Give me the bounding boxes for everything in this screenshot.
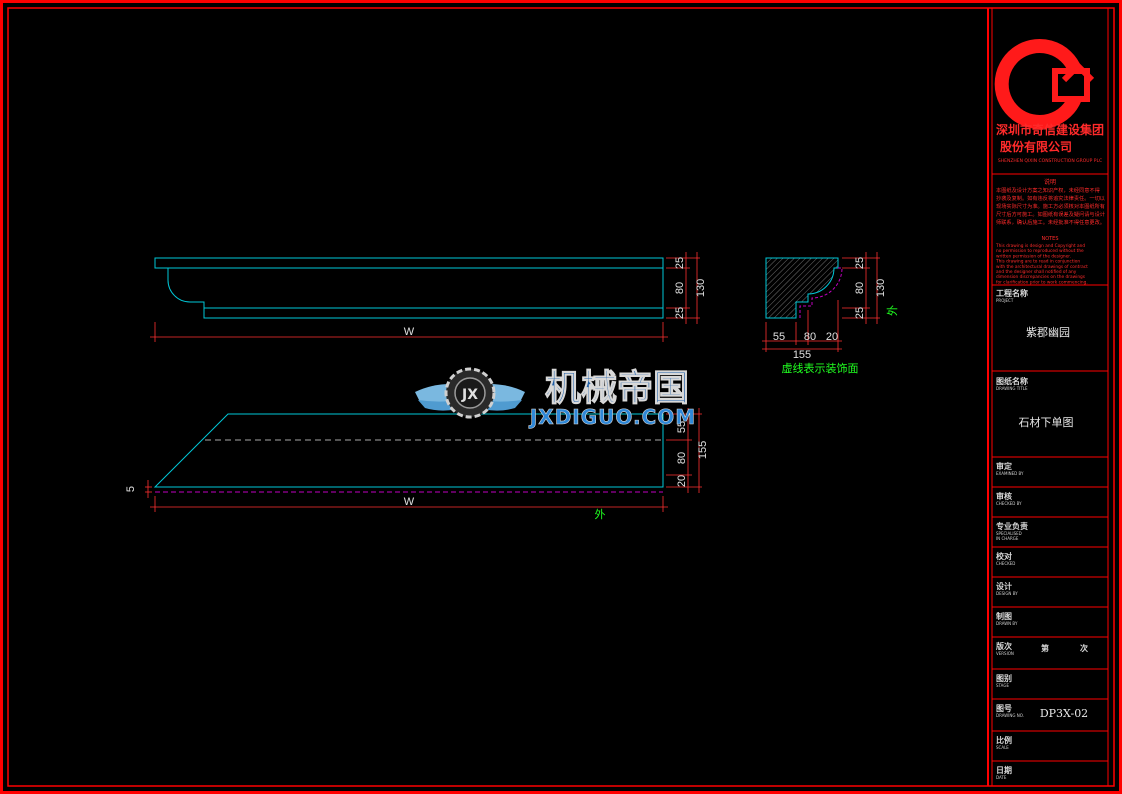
plan-width-label: W [404, 496, 415, 508]
sec-dim-total: 130 [875, 279, 887, 297]
company-name-line1: 深圳市奇信建设集团 [996, 122, 1104, 137]
project-label: 工程名称 [996, 288, 1028, 298]
sec-dim-25-top: 25 [854, 257, 866, 269]
watermark-emblem: JX [461, 387, 478, 403]
notes-cn-line: 本图纸及设计方案之知识产权，未经同意不得 [996, 186, 1100, 194]
watermark-logo: JX 机械帝国 JXDIGUO.COM [415, 367, 696, 429]
notes-en-line: dimension discrepancies on the drawings [996, 274, 1086, 280]
cross-section-dim-text: 25 80 25 130 外 55 80 20 155 虚线表示装饰面 [773, 257, 899, 375]
plan-side-label: 外 [595, 508, 606, 521]
title-block-row-sub: CHECKED [996, 561, 1015, 566]
notes-cn-lines: 本图纸及设计方案之知识产权，未经同意不得抄袭及复制。如有违反将追究法律责任。一切… [996, 186, 1105, 226]
company-name-line2: 股份有限公司 [1000, 139, 1072, 154]
title-block-row-label: 审定 [996, 461, 1012, 471]
elev-dim-total: 130 [695, 279, 707, 297]
elev-dim-25-top: 25 [674, 257, 686, 269]
front-elevation [154, 257, 664, 319]
watermark-en: JXDIGUO.COM [528, 405, 696, 429]
title-block-row-sub: SCALE [996, 745, 1009, 750]
sec-dim-25-bottom: 25 [854, 307, 866, 319]
title-block-row-sub: SPECIALISED [996, 531, 1022, 536]
drawing-title-label: 图纸名称 [996, 376, 1028, 386]
plan-dim-55: 55 [676, 421, 688, 433]
notes-cn-title: 说明 [1044, 178, 1056, 186]
title-block-row-sub: DRAWING NO. [996, 713, 1024, 718]
title-block-row-label: 制图 [996, 611, 1012, 621]
sec-dim-80: 80 [854, 282, 866, 294]
project-value: 紫郡幽园 [1026, 326, 1070, 339]
title-block-row-label: 日期 [996, 765, 1012, 775]
title-block-row-sub: VERSION [996, 651, 1014, 656]
notes-cn-line: 现场实际尺寸为准。施工方必须核对本图纸所有 [996, 202, 1105, 210]
sec-dim-55: 55 [773, 331, 785, 343]
plan-view-dim-text: 55 80 20 155 5 W 外 [125, 421, 709, 521]
notes-en-line: no permission to reproduced without the [996, 248, 1084, 254]
sec-caption: 虚线表示装饰面 [782, 361, 859, 375]
notes-cn-line: 尺寸后方可施工。如图纸有误差及疑问请与设计 [996, 210, 1105, 218]
front-elevation-dim-text: 25 80 25 130 W [404, 257, 707, 338]
project-sub: PROJECT [996, 298, 1014, 303]
sec-dim-total-bottom: 155 [793, 349, 811, 361]
version-prefix: 第 [1041, 643, 1049, 653]
title-block-row-label: 校对 [996, 551, 1012, 561]
company-logo-icon [994, 39, 1095, 129]
title-block-row-label: 图别 [996, 674, 1012, 683]
elev-dim-80: 80 [674, 282, 686, 294]
title-block-row-sub2: IN CHARGE [996, 536, 1019, 541]
elev-width-label: W [404, 326, 415, 338]
title-block-row-sub: DATE [996, 775, 1007, 780]
plan-dim-5: 5 [125, 486, 137, 492]
cross-section-dimensions [762, 252, 880, 352]
title-block-row-label: 审核 [996, 491, 1012, 501]
notes-en-line: and the designer shall notified of any [996, 269, 1077, 275]
plan-view [153, 413, 664, 493]
notes-en-line: with the architectural drawings of contr… [996, 264, 1088, 270]
sec-dim-20: 20 [826, 331, 838, 343]
notes-en-line: This drawing are to read in conjunction [995, 259, 1080, 265]
notes-en-line: This drawing is design and Copyright and [995, 243, 1085, 249]
drawing-number-value: DP3X-02 [1040, 707, 1088, 720]
version-suffix: 次 [1080, 643, 1088, 653]
notes-en-lines: This drawing is design and Copyright and… [995, 243, 1088, 285]
title-block: 深圳市奇信建设集团 股份有限公司 SHENZHEN QIXIN CONSTRUC… [987, 8, 1109, 786]
notes-en-line: written permission of the designer. [996, 253, 1071, 259]
notes-cn-line: 抄袭及复制。如有违反将追究法律责任。一切以 [996, 194, 1105, 202]
cross-section [765, 257, 843, 320]
title-block-row-label: 图号 [996, 704, 1012, 713]
title-block-row-label: 比例 [996, 735, 1012, 745]
company-name-en: SHENZHEN QIXIN CONSTRUCTION GROUP PLC [998, 158, 1102, 164]
notes-en-title: NOTES [1041, 236, 1058, 242]
title-block-row-sub: DRAWN BY [996, 621, 1018, 626]
notes-cn-line: 师联系，确认后施工。未经批准不得任意更改。 [996, 218, 1105, 226]
plan-dim-20: 20 [676, 475, 688, 487]
plan-view-dimensions [145, 408, 702, 512]
notes-en-line: for clarification prior to work commenci… [996, 279, 1088, 285]
front-elevation-dimensions [150, 252, 700, 342]
title-block-row-label: 设计 [996, 581, 1012, 591]
sec-side-label: 外 [886, 305, 899, 316]
elev-dim-25-bottom: 25 [674, 307, 686, 319]
drawing-title-value: 石材下单图 [1019, 415, 1074, 429]
notes-block: 说明 本图纸及设计方案之知识产权，未经同意不得抄袭及复制。如有违反将追究法律责任… [995, 178, 1105, 285]
drawing-title-sub: DRAWING TITLE [996, 386, 1028, 391]
watermark-cn: 机械帝国 [545, 368, 689, 409]
inner-frame [7, 7, 1115, 787]
title-block-row-sub: STAGE [996, 683, 1009, 688]
title-block-row-label: 专业负责 [996, 521, 1028, 531]
plan-dim-total: 155 [697, 441, 709, 459]
title-block-row-sub: CHECKED BY [996, 501, 1022, 506]
title-block-row-sub: DESIGN BY [996, 591, 1018, 596]
sec-dim-80-bottom: 80 [804, 331, 816, 343]
plan-dim-80: 80 [676, 452, 688, 464]
title-block-row-label: 版次 [995, 641, 1012, 651]
title-block-row-sub: EXAMINED BY [996, 471, 1024, 476]
